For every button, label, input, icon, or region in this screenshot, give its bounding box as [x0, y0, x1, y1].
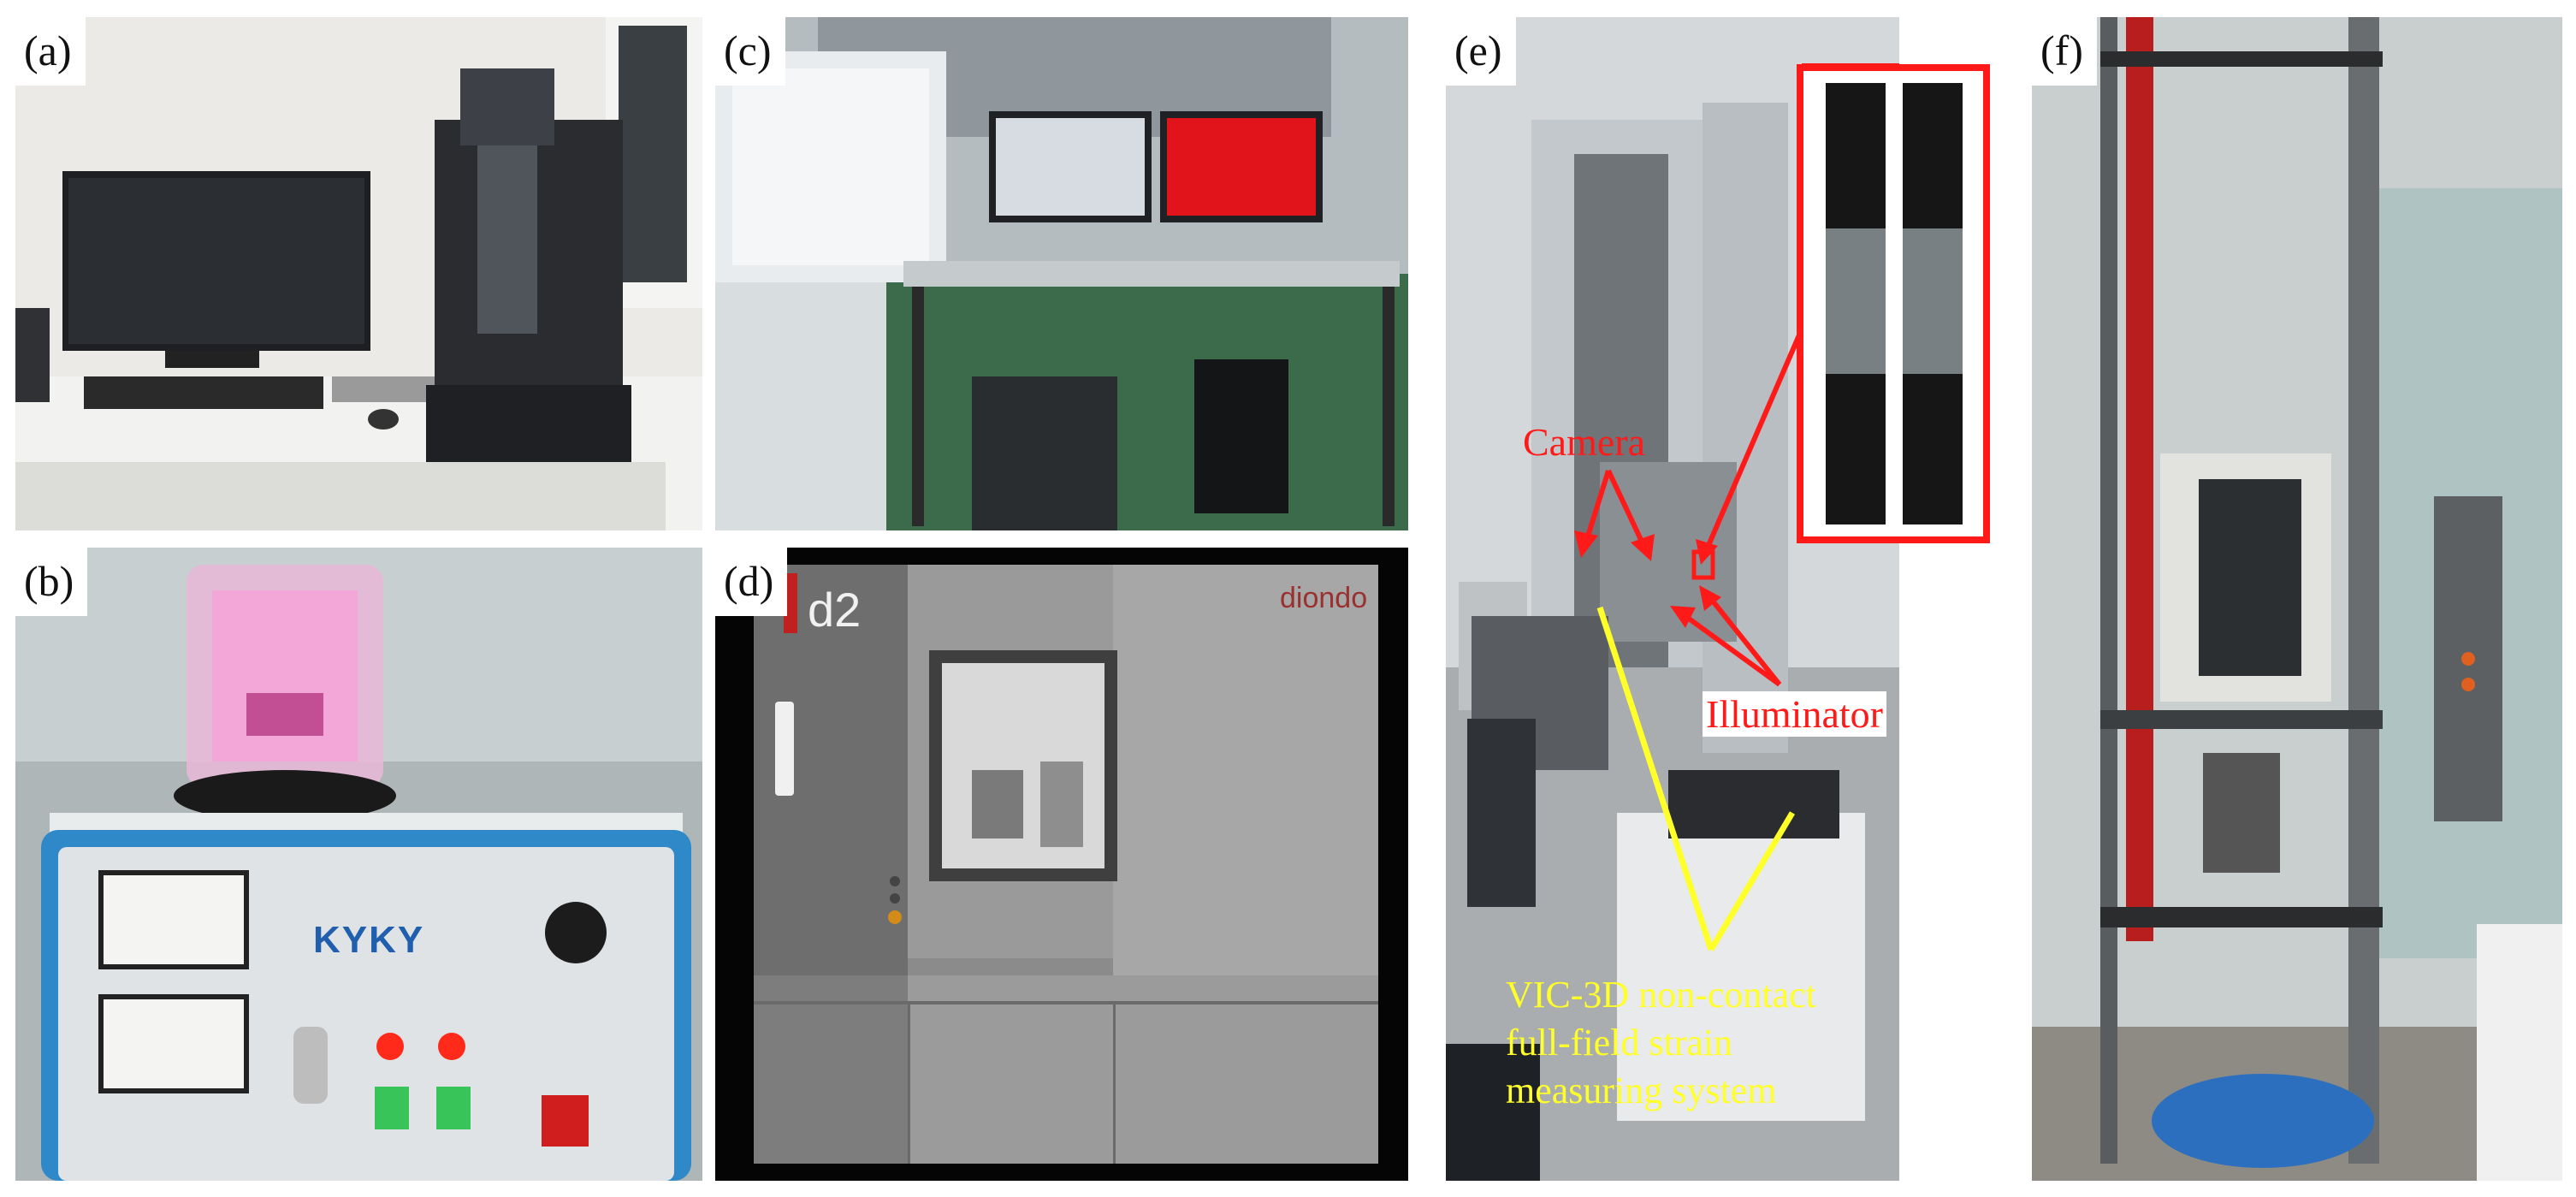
panel-b: KYKY (b)	[15, 548, 702, 1181]
panel-c-label: (c)	[715, 17, 785, 86]
photo-ct-scanner	[715, 548, 1408, 1181]
d2-logo-mark: d2	[808, 583, 862, 637]
panel-c: (c)	[715, 17, 1408, 530]
specimen-strip-right	[1903, 83, 1963, 524]
panel-d-label: (d)	[715, 548, 788, 616]
diondo-logo-word: diondo	[1280, 582, 1368, 614]
specimen-inset	[1797, 64, 1990, 543]
speckle-pattern	[1903, 228, 1963, 374]
system-annotation-line-1: VIC-3D non-contact	[1506, 974, 1816, 1016]
kyky-brand-text: KYKY	[313, 919, 425, 961]
panel-b-label: (b)	[15, 548, 88, 616]
panel-f-label: (f)	[2032, 17, 2097, 86]
panel-d: d2 diondo (d)	[715, 548, 1408, 1181]
camera-annotation: Camera	[1523, 420, 1646, 464]
photo-microscope-workstation	[15, 17, 702, 530]
system-annotation: VIC-3D non-contact full-field strain mea…	[1506, 971, 1816, 1115]
system-annotation-line-3: measuring system	[1506, 1070, 1777, 1111]
panel-f: (f)	[2032, 17, 2562, 1181]
photo-sputter-coater	[15, 548, 702, 1181]
speckle-pattern	[1826, 228, 1886, 374]
system-annotation-line-2: full-field strain	[1506, 1022, 1733, 1064]
panel-a-label: (a)	[15, 17, 86, 86]
specimen-strip-left	[1826, 83, 1886, 524]
photo-sem-lab	[715, 17, 1408, 530]
panel-e-label: (e)	[1446, 17, 1516, 86]
illuminator-annotation: Illuminator	[1703, 691, 1886, 737]
panel-a: (a)	[15, 17, 702, 530]
photo-tensile-tester	[2032, 17, 2562, 1181]
